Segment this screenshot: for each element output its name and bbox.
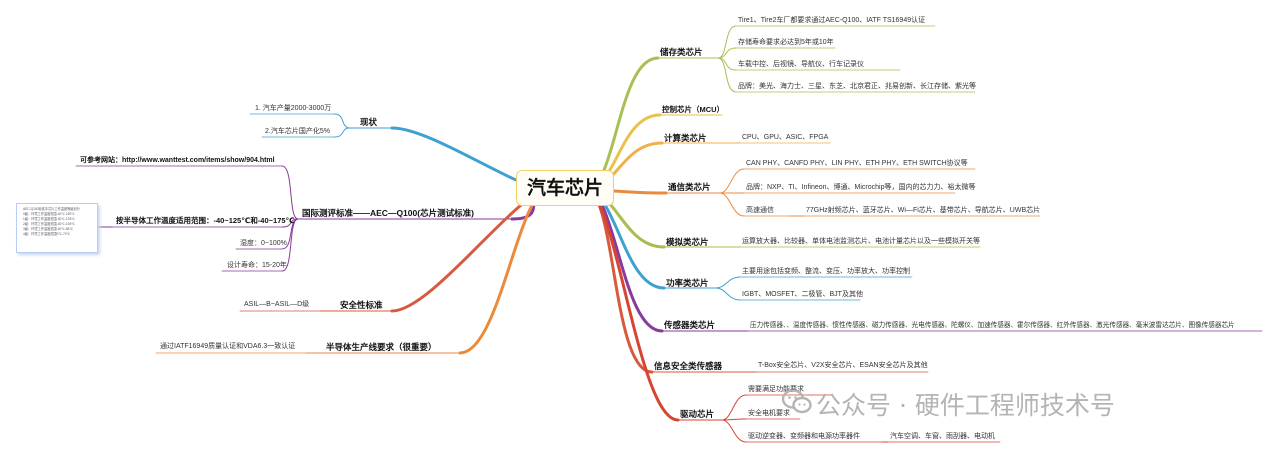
watermark-text: 公众号 · 硬件工程师技术号 xyxy=(816,391,1115,420)
aec-reference-site: 可参考网站：http://www.wanttest.com/items/show… xyxy=(80,157,275,164)
branch-connector xyxy=(584,188,664,333)
branch-infosec-sensors: 信息安全类传感器 xyxy=(654,361,723,371)
storage-item-3: 车载中控、后视镜、导航仪、行车记录仪 xyxy=(738,61,864,68)
branch-comm-chips: 通信类芯片 xyxy=(668,182,711,192)
item-connector xyxy=(333,127,351,138)
branch-sensor-chips: 传感器类芯片 xyxy=(664,320,716,330)
aec-temperature-range: 按半导体工作温度适用范围：-40~125℃和-40~175℃ xyxy=(116,216,295,225)
item-connector xyxy=(717,25,737,59)
production-item-1: 通过IATF16949质量认证和VDA6.3一致认证 xyxy=(160,343,296,350)
note-line: 4级：环境工作温度范围0℃-70℃ xyxy=(23,232,71,236)
note-line: 0级：环境工作温度范围-40℃-150℃ xyxy=(23,212,75,216)
wechat-icon xyxy=(782,389,812,414)
item-connector xyxy=(281,218,299,272)
note-line: AEC-Q100标准中芯片工作温度等级划分 xyxy=(23,207,80,211)
item-connector xyxy=(717,57,737,93)
branch-power-chips: 功率类芯片 xyxy=(666,278,709,288)
branch-connector xyxy=(584,188,680,422)
branch-mcu: 控制芯片（MCU） xyxy=(662,105,725,114)
status-item-1: 1. 汽车产量2000-3000万 xyxy=(255,105,332,112)
temperature-grade-note-image: AEC-Q100标准中芯片工作温度等级划分 0级：环境工作温度范围-40℃-15… xyxy=(16,203,98,253)
item-connector xyxy=(715,287,741,301)
driver-item-3-detail: 汽车空调、车窗、雨刮器、电动机 xyxy=(890,433,995,440)
branch-driver-chips: 驱动芯片 xyxy=(680,409,715,419)
storage-item-1: Tire1、Tire2车厂都要求通过AEC‐Q100、IATF TS16949认… xyxy=(738,17,926,24)
sensor-item-1: 压力传感器、、温度传感器、惯性传感器、磁力传感器、光电传感器、陀螺仪、加速传感器… xyxy=(750,322,1235,329)
comm-item-2: 品牌：NXP、TI、Infineon、博通、Microchip等，国内的芯力力、… xyxy=(746,184,976,191)
note-line: 2级：环境工作温度范围-40℃-105℃ xyxy=(23,222,75,226)
driver-item-2: 安全电机要求 xyxy=(748,410,790,417)
item-connector xyxy=(717,57,737,71)
status-item-2: 2.汽车芯片国产化5% xyxy=(265,128,330,135)
power-item-2: IGBT、MOSFET、二极管、BJT及其他 xyxy=(742,291,863,298)
compute-item-1: CPU、GPU、ASIC、FPGA xyxy=(742,134,829,141)
item-connector xyxy=(721,419,747,443)
central-topic: 汽车芯片 xyxy=(516,170,614,206)
safety-item-1: ASIL—B~ASIL—D级 xyxy=(244,301,310,308)
branch-analog-chips: 模拟类芯片 xyxy=(666,237,709,247)
comm-item-1: CAN PHY、CANFD PHY、LIN PHY、ETH PHY、ETH SW… xyxy=(746,160,968,167)
item-connector xyxy=(281,165,299,220)
aec-humidity: 湿度：0~100% xyxy=(240,240,287,247)
note-line: 1级：环境工作温度范围-40℃-125℃ xyxy=(23,217,75,221)
comm-highspeed-detail: 77GHz射频芯片、蓝牙芯片、Wi—Fi芯片、基带芯片、导航芯片、UWB芯片 xyxy=(806,207,1041,214)
branch-compute-chips: 计算类芯片 xyxy=(664,133,707,143)
note-line: 3级：环境工作温度范围-40℃-85℃ xyxy=(23,227,74,231)
driver-item-1: 需要满足功能要求 xyxy=(748,386,804,393)
item-connector xyxy=(721,394,747,421)
power-item-1: 主要用途包括变频、整流、变压、功率放大、功率控制 xyxy=(742,268,910,275)
item-connector xyxy=(719,168,745,194)
storage-item-4: 品牌：美光、海力士、三星、东芝、北京君正、兆易创新、长江存储、紫光等 xyxy=(738,83,976,90)
item-connector xyxy=(333,113,351,129)
storage-item-2: 存储寿命要求必达到5年或10年 xyxy=(738,39,834,46)
branch-production-line: 半导体生产线要求（很重要） xyxy=(326,342,437,352)
comm-item-3: 高速通信 xyxy=(746,207,774,214)
infosec-item-1: T-Box安全芯片、V2X安全芯片、ESAN安全芯片及其他 xyxy=(758,362,928,369)
branch-aec-q100: 国际测评标准——AEC—Q100(芯片测试标准) xyxy=(302,208,474,218)
analog-item-1: 运算放大器、比较器、单体电池监测芯片、电池计量芯片以及一些模拟开关等 xyxy=(742,238,980,245)
item-connector xyxy=(715,276,741,289)
driver-item-3: 驱动逆变器、变频器和电源功率器件 xyxy=(748,433,860,440)
branch-current-status: 现状 xyxy=(360,117,378,127)
branch-storage-chips: 储存类芯片 xyxy=(660,47,703,57)
branch-safety-standard: 安全性标准 xyxy=(340,300,383,310)
aec-design-life: 设计寿命：15-20年 xyxy=(227,262,287,269)
item-connector xyxy=(719,192,745,217)
